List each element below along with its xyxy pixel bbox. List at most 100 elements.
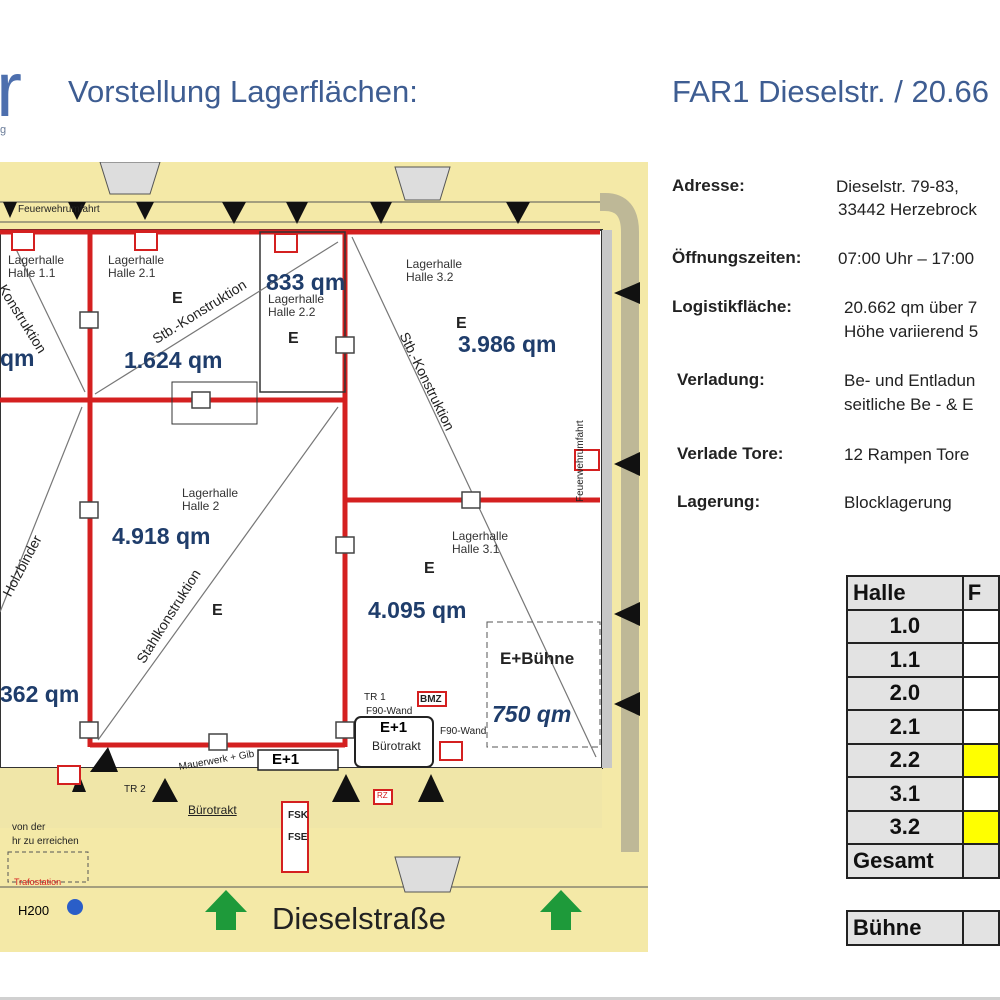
table-cell-halle: 2.1 [846,709,964,745]
info-value-gates: 12 Rampen Tore [844,445,970,464]
table-total-value [961,843,1000,879]
green-arrow-icon [205,890,247,930]
table-total-label: Gesamt [846,843,964,879]
buerotrakt-label-1: Bürotrakt [372,739,421,753]
info-label-address: Adresse: [672,176,745,195]
hall-2-1-e: E [172,290,183,307]
hall-2-e: E [212,602,223,619]
table-cell-halle: 3.2 [846,809,964,845]
hall-2-name: Lagerhalle Halle 2 [182,486,239,514]
loading-door-icon [222,202,246,224]
hall-2-2-name: Lagerhalle Halle 2.2 [268,292,325,320]
hall-2-2-e: E [288,330,299,347]
hall-3-2-area: 3.986 qm [458,331,557,357]
hall-3-2-name: Lagerhalle Halle 3.2 [406,257,463,285]
f90-wand-label-2: F90-Wand [440,726,487,737]
zu-erreichen-label: hr zu erreichen [12,836,79,847]
hall-1-0-area: 362 qm [0,681,80,707]
top-road-label: Feuerwehrumfahrt [18,204,100,215]
info-label-gates: Verlade Tore: [677,444,784,463]
site-title: FAR1 Dieselstr. / 20.66 [672,74,990,109]
table-cell-value [961,608,1000,644]
e1-buero-label: E+1 [380,719,408,736]
hall-2-area: 4.918 qm [112,523,211,549]
hall-3-2-e: E [456,315,467,332]
table-total-row: Gesamt [846,843,1000,879]
table-row: 1.1 [846,642,1000,678]
hydrant-icon [70,900,86,916]
floor-plan-drawing [0,162,648,930]
rz-label: RZ [377,791,388,800]
buerotrakt-label-2: Bürotrakt [188,803,237,817]
table-row: 3.2 [846,809,1000,845]
h200-label: H200 [18,903,50,918]
e1-label: E+1 [272,751,300,768]
table-cell-value-highlighted [961,742,1000,778]
hall-1-1-name: Lagerhalle Halle 1.1 [8,253,65,281]
fire-extinguisher-icon [282,852,308,872]
fsk-label: FSK [288,810,308,821]
fire-alarm-icon [12,232,34,250]
tr2-label: TR 2 [124,784,146,795]
info-value-address-2: 33442 Herzebrock [838,200,977,219]
right-road-label: Feuerwehrumfahrt [575,420,586,502]
info-value-area-2: Höhe variierend 5 [844,322,979,341]
floor-plan: Feuerwehrumfahrt Feuerwehrumfahrt Lagerh… [0,162,648,952]
info-label-hours: Öffnungszeiten: [672,248,802,267]
info-value-hours: 07:00 Uhr – 17:00 [838,249,975,268]
table-header-row: Halle F [846,575,1000,611]
f90-wand-label-1: F90-Wand [366,706,413,717]
hall-1-1-area: qm [0,345,35,371]
table-row: 2.0 [846,675,1000,711]
table-cell-halle: 1.0 [846,608,964,644]
info-value-storage: Blocklagerung [844,493,952,512]
table-row: 3.1 [846,776,1000,812]
info-label-loading: Verladung: [677,370,765,389]
table-cell-halle: 1.1 [846,642,964,678]
table-row: 1.0 [846,608,1000,644]
table-cell-halle: 2.2 [846,742,964,778]
table-header-halle: Halle [846,575,964,611]
table-cell-value-highlighted [961,809,1000,845]
info-value-loading-2: seitliche Be - & E [844,395,974,414]
von-der-label: von der [12,822,46,833]
slide-title: Vorstellung Lagerflächen: [68,74,418,109]
table-cell-value [961,642,1000,678]
logo-tagline: g [0,124,7,136]
table-buehne-value [961,910,1000,946]
green-arrow-icon [540,890,582,930]
footer-divider [0,997,1000,1000]
hall-table: Halle F 1.0 1.1 2.0 2.1 2.2 3.1 3.2 Gesa… [846,575,1000,946]
table-row: 2.2 [846,742,1000,778]
buehne-area: 750 qm [492,701,572,727]
buehne-label: E+Bühne [500,649,575,668]
trafostation-label: Trafostation [14,877,62,887]
hall-3-1-name: Lagerhalle Halle 3.1 [452,529,509,557]
table-cell-value [961,709,1000,745]
info-label-area: Logistikfläche: [672,297,792,316]
hall-2-1-name: Lagerhalle Halle 2.1 [108,253,165,281]
info-value-area-1: 20.662 qm über 7 [844,298,978,317]
table-spacer-row [847,876,999,912]
info-label-storage: Lagerung: [677,492,761,511]
hall-2-1-area: 1.624 qm [124,347,223,373]
company-logo: r g [0,50,60,138]
info-value-loading-1: Be- und Entladun [844,371,976,390]
table-buehne-row: Bühne [846,910,1000,946]
table-cell-halle: 2.0 [846,675,964,711]
logo-letter: r [0,45,22,133]
fse-label: FSE [288,832,308,843]
table-header-col2: F [961,575,1000,611]
bmz-label: BMZ [420,694,442,705]
hall-2-2-area: 833 qm [266,269,346,295]
info-value-address-1: Dieselstr. 79-83, [836,177,959,196]
street-label: Dieselstraße [272,901,446,936]
table-cell-value [961,776,1000,812]
hall-3-1-area: 4.095 qm [368,597,467,623]
table-row: 2.1 [846,709,1000,745]
tr1-label: TR 1 [364,692,386,703]
table-cell-value [961,675,1000,711]
table-cell-halle: 3.1 [846,776,964,812]
table-buehne-label: Bühne [846,910,964,946]
hall-3-1-e: E [424,560,435,577]
